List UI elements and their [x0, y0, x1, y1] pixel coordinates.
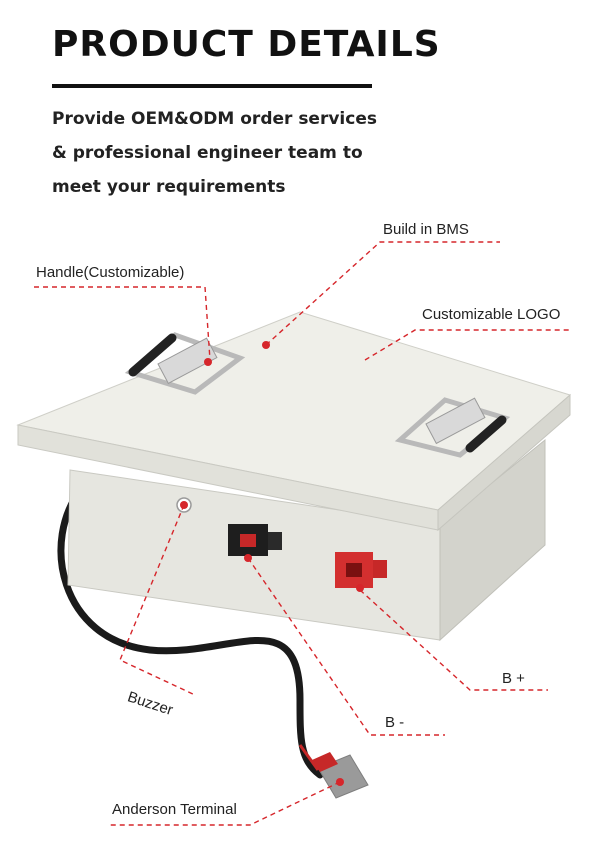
intro-text: Provide OEM&ODM order services & profess…: [52, 102, 377, 204]
terminal-icon: [335, 552, 387, 588]
intro-line-1: Provide OEM&ODM order services: [52, 109, 377, 129]
battery-side: [439, 438, 546, 642]
cable: [57, 484, 324, 779]
page-title: PRODUCT DETAILS: [52, 24, 441, 65]
handle-icon: [394, 397, 511, 458]
handle-icon: [124, 332, 246, 395]
callout-logo: Customizable LOGO: [422, 306, 561, 323]
callout-build-in-bms: Build in BMS: [383, 221, 469, 238]
callout-anderson-terminal: Anderson Terminal: [112, 801, 237, 818]
cable-red-wire: [298, 744, 320, 771]
callout-leaders: [34, 241, 570, 826]
callout-b-minus: B -: [385, 714, 405, 731]
terminal-icon: [228, 524, 282, 556]
callout-dots: [180, 341, 364, 786]
title-underline: [52, 84, 372, 88]
callout-handle: Handle(Customizable): [36, 264, 185, 281]
callout-b-plus: B +: [502, 670, 525, 687]
intro-line-3: meet your requirements: [52, 177, 286, 197]
intro-line-2: & professional engineer team to: [52, 143, 363, 163]
battery-lid-side: [437, 393, 571, 532]
